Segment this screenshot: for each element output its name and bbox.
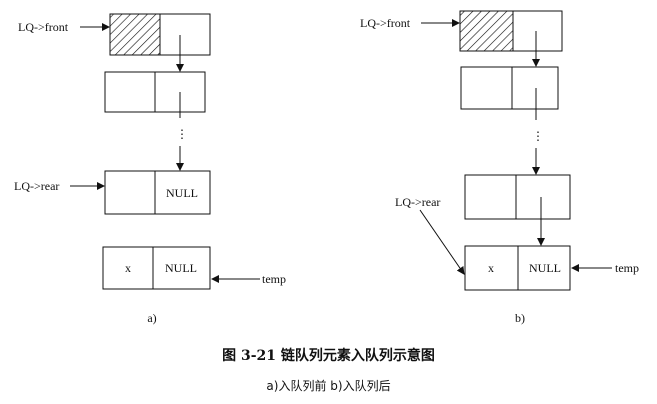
head-node-next-cell-b [512, 10, 563, 52]
new-node-data-b: x [488, 261, 494, 275]
panel-a: LQ->front ⋮ NULL LQ->rear [14, 13, 286, 325]
new-node-next-cell-b [517, 245, 571, 291]
rear-node-data-cell-a [104, 170, 156, 215]
old-rear-data-cell-b [464, 174, 517, 220]
temp-pointer-label-a: temp [262, 272, 286, 286]
old-rear-node-b [464, 174, 571, 220]
front-pointer-label-a: LQ->front [18, 20, 69, 34]
node-2-b [460, 66, 559, 110]
node-2-next-cell-b [511, 66, 559, 110]
new-node-a: x NULL [102, 246, 211, 290]
front-pointer-label-b: LQ->front [360, 16, 411, 30]
figure-caption-title: 图 3-21 链队列元素入队列示意图 [222, 348, 435, 364]
head-node-a [109, 13, 211, 56]
ellipsis-b: ⋮ [532, 129, 544, 143]
rear-node-a: NULL [104, 170, 211, 215]
new-node-data-a: x [125, 261, 131, 275]
ellipsis-a: ⋮ [176, 127, 188, 141]
node-2-data-cell-b [460, 66, 513, 110]
rear-node-next-cell-a [154, 170, 211, 215]
head-node-data-cell-b [459, 10, 514, 52]
node-2-data-cell-a [104, 71, 156, 113]
old-rear-next-cell-b [515, 174, 571, 220]
linked-queue-diagram: LQ->front ⋮ NULL LQ->rear [14, 10, 639, 325]
new-node-b: x NULL [464, 245, 571, 291]
rear-pointer-label-b: LQ->rear [395, 195, 440, 209]
node-2-a [104, 71, 206, 113]
panel-label-b: b) [515, 311, 525, 325]
figure-caption-subtitle: a)入队列前 b)入队列后 [266, 379, 391, 393]
new-node-next-cell-a [152, 246, 211, 290]
head-node-data-cell-a [109, 13, 161, 56]
rear-node-null-a: NULL [166, 186, 198, 200]
temp-pointer-label-b: temp [615, 261, 639, 275]
new-node-null-b: NULL [529, 261, 561, 275]
head-node-next-cell-a [159, 13, 211, 56]
new-node-null-a: NULL [165, 261, 197, 275]
rear-pointer-label-a: LQ->rear [14, 179, 59, 193]
panel-b: LQ->front ⋮ x NULL [360, 10, 639, 325]
head-node-b [459, 10, 563, 52]
rear-pointer-arrow-b [419, 209, 465, 275]
panel-label-a: a) [147, 311, 156, 325]
